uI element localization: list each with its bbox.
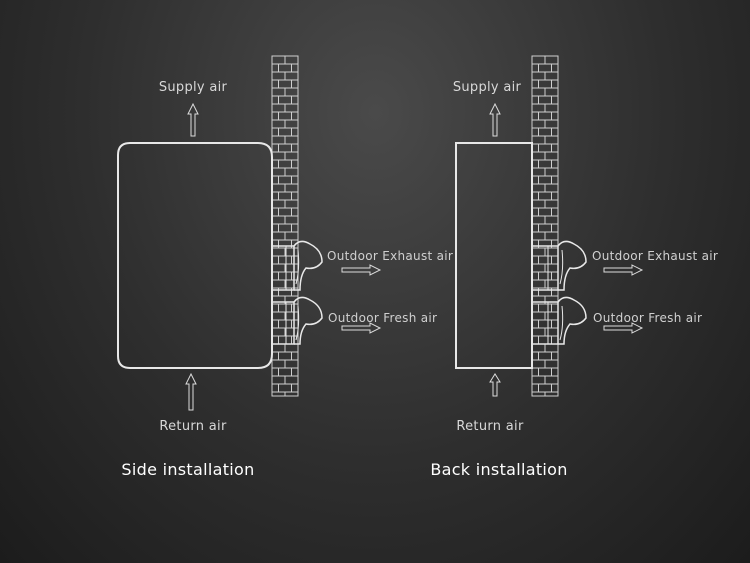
back-installation-panel: Supply air Outdoor Exhaust air Outdoor F…	[430, 55, 718, 479]
fresh-duct-left	[271, 296, 323, 345]
return-air-arrow	[489, 373, 501, 397]
outdoor-exhaust-air-label: Outdoor Exhaust air	[592, 249, 718, 263]
fresh-arrow-right	[603, 322, 644, 334]
side-installation-caption: Side installation	[121, 460, 254, 479]
return-air-arrow	[185, 372, 197, 411]
fresh-duct-right	[531, 296, 587, 345]
ventilation-unit-side	[117, 142, 273, 369]
outdoor-exhaust-air-label: Outdoor Exhaust air	[327, 249, 453, 263]
supply-air-arrow	[489, 102, 501, 137]
return-air-label: Return air	[159, 419, 227, 434]
exhaust-duct-right	[531, 240, 587, 291]
ventilation-unit-back	[455, 142, 533, 369]
fresh-arrow-left	[341, 322, 382, 334]
supply-air-label: Supply air	[159, 80, 228, 95]
outdoor-fresh-air-label: Outdoor Fresh air	[328, 311, 437, 325]
exhaust-duct-left	[271, 240, 323, 291]
supply-air-label: Supply air	[453, 80, 522, 95]
return-air-label: Return air	[456, 419, 524, 434]
exhaust-arrow-right	[603, 264, 644, 276]
back-installation-caption: Back installation	[430, 460, 567, 479]
outdoor-fresh-air-label: Outdoor Fresh air	[593, 311, 702, 325]
exhaust-arrow-left	[341, 264, 382, 276]
side-installation-panel: Supply air Outdoor Exhaust air Outdoor F…	[117, 55, 453, 479]
supply-air-arrow	[187, 102, 199, 137]
brick-wall-left	[271, 55, 299, 397]
brick-wall-right	[531, 55, 559, 397]
